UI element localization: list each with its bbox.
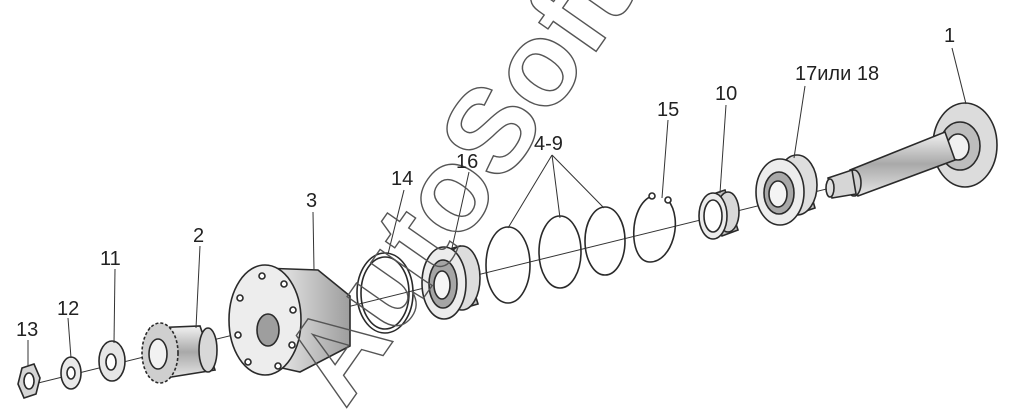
label-part-1: 1 [944,25,955,47]
label-part-13: 13 [16,319,38,341]
part-11-washer [98,340,126,382]
label-part-4-9: 4-9 [534,133,563,155]
part-2-gear [141,322,218,384]
part-14-o-ring [356,252,414,334]
label-part-3: 3 [306,190,317,212]
label-part-16: 16 [456,151,478,173]
part-15-snap-ring [633,192,677,263]
part-17-18-bearing [755,154,818,226]
part-3-housing [228,264,351,376]
label-part-11: 11 [100,248,121,270]
part-1-shaft [825,102,998,199]
leader-lines [27,47,967,366]
part-16-bearing [421,245,481,320]
label-part-15: 15 [657,99,679,121]
label-part-17-18: 17или 18 [795,63,879,85]
label-part-2: 2 [193,225,204,247]
label-part-10: 10 [715,83,737,105]
part-12-lock-washer [60,356,82,390]
part-13-nut [17,363,41,399]
part-10-bushing [698,188,740,240]
label-part-12: 12 [57,298,79,320]
label-part-14: 14 [391,168,413,190]
